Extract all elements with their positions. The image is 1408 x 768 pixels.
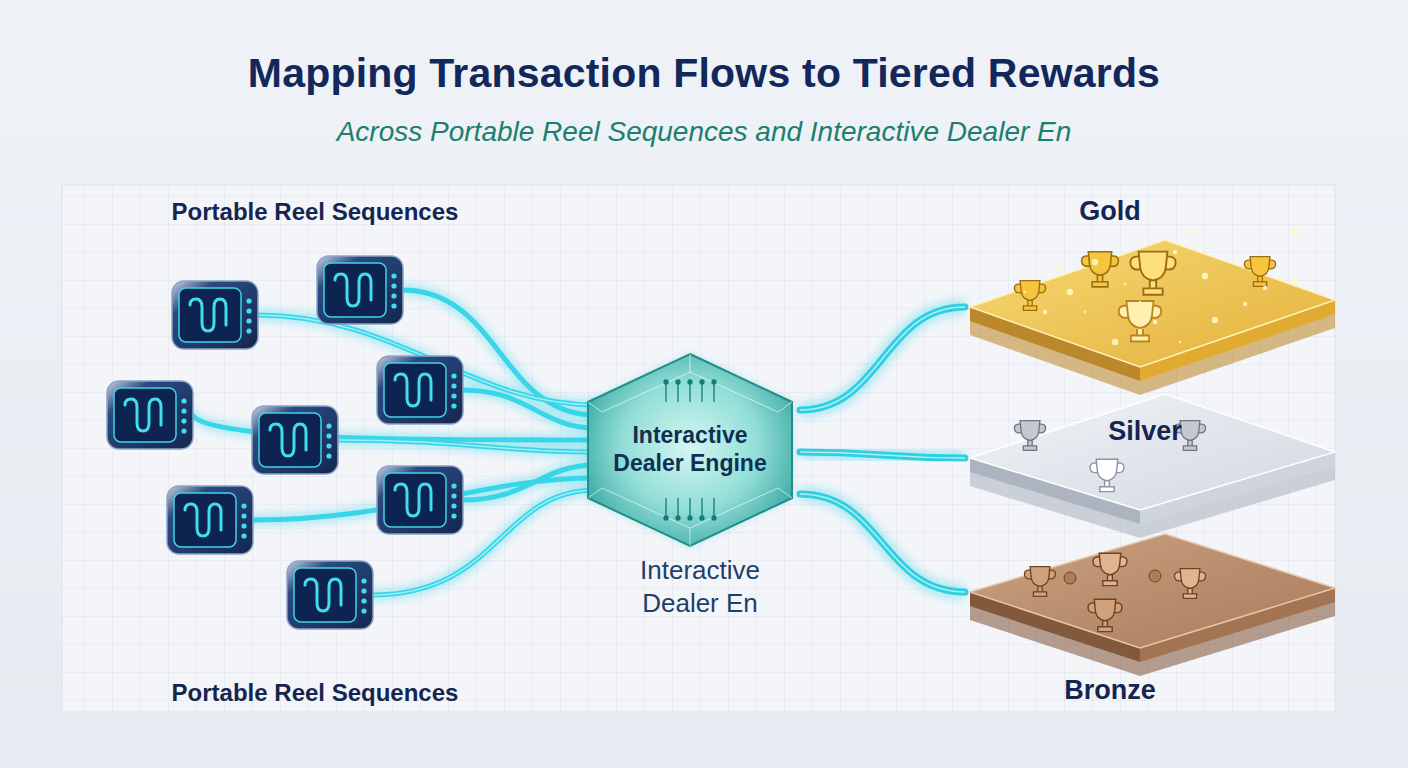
diagram-title: Mapping Transaction Flows to Tiered Rewa… bbox=[0, 50, 1408, 97]
group-label: Portable Reel Sequences bbox=[125, 198, 505, 227]
reel-device bbox=[252, 406, 338, 474]
grid-lines bbox=[62, 185, 1335, 712]
reel-device bbox=[107, 381, 193, 449]
flow-connector bbox=[800, 494, 965, 592]
engine-caption: Interactive Dealer En bbox=[615, 554, 785, 619]
connector-glow bbox=[800, 494, 965, 592]
reel-device bbox=[377, 466, 463, 534]
engine-hexagon bbox=[588, 354, 792, 546]
reel-devices bbox=[107, 256, 463, 629]
reel-device bbox=[377, 356, 463, 424]
trophy-icon bbox=[1014, 421, 1045, 451]
platform-shape bbox=[965, 388, 1340, 528]
trophy-icon bbox=[1014, 281, 1045, 311]
trophy-icon bbox=[1090, 459, 1124, 491]
reel-device bbox=[287, 561, 373, 629]
reel-device bbox=[317, 256, 403, 324]
group-label: Portable Reel Sequences bbox=[125, 679, 505, 708]
trophy-group bbox=[1024, 553, 1205, 631]
engine-node: Interactive Dealer Engine bbox=[580, 350, 800, 550]
connector-glow bbox=[800, 452, 965, 458]
connector-highlight bbox=[800, 494, 965, 592]
bronze-platform bbox=[970, 534, 1335, 676]
engine-facets bbox=[588, 354, 792, 546]
engine-title: Interactive Dealer Engine bbox=[604, 422, 776, 477]
connector-highlight bbox=[800, 452, 965, 458]
connector-highlight bbox=[800, 307, 965, 410]
trophy-icon bbox=[1093, 553, 1127, 585]
reward-tier: Silver bbox=[965, 388, 1340, 528]
trophy-icon bbox=[1119, 301, 1161, 342]
trophy-icon bbox=[1244, 257, 1275, 287]
flow-connector bbox=[800, 307, 965, 410]
reward-tier: Bronze bbox=[965, 530, 1340, 712]
tier-name: Silver bbox=[1065, 416, 1225, 447]
trophy-icon bbox=[1024, 567, 1055, 597]
silver-platform bbox=[970, 394, 1335, 538]
connector-glow bbox=[800, 307, 965, 410]
platform-shape bbox=[965, 192, 1340, 380]
trophy-icon bbox=[1174, 569, 1205, 599]
trophy-icon bbox=[1088, 599, 1122, 631]
tier-name: Bronze bbox=[965, 675, 1255, 706]
tier-name: Gold bbox=[965, 196, 1255, 227]
flow-connector bbox=[800, 452, 965, 458]
sparkles bbox=[1024, 229, 1316, 345]
reel-device bbox=[167, 486, 253, 554]
trophy-icon bbox=[1130, 252, 1175, 295]
engine-glow bbox=[588, 354, 792, 546]
trophy-icon bbox=[1082, 252, 1119, 287]
gold-platform bbox=[970, 240, 1335, 395]
diagram-subtitle: Across Portable Reel Sequences and Inter… bbox=[0, 116, 1408, 148]
grid-panel bbox=[62, 185, 1335, 712]
reward-tier: Gold bbox=[965, 192, 1340, 380]
reel-device bbox=[172, 281, 258, 349]
trophy-group bbox=[1014, 252, 1275, 342]
